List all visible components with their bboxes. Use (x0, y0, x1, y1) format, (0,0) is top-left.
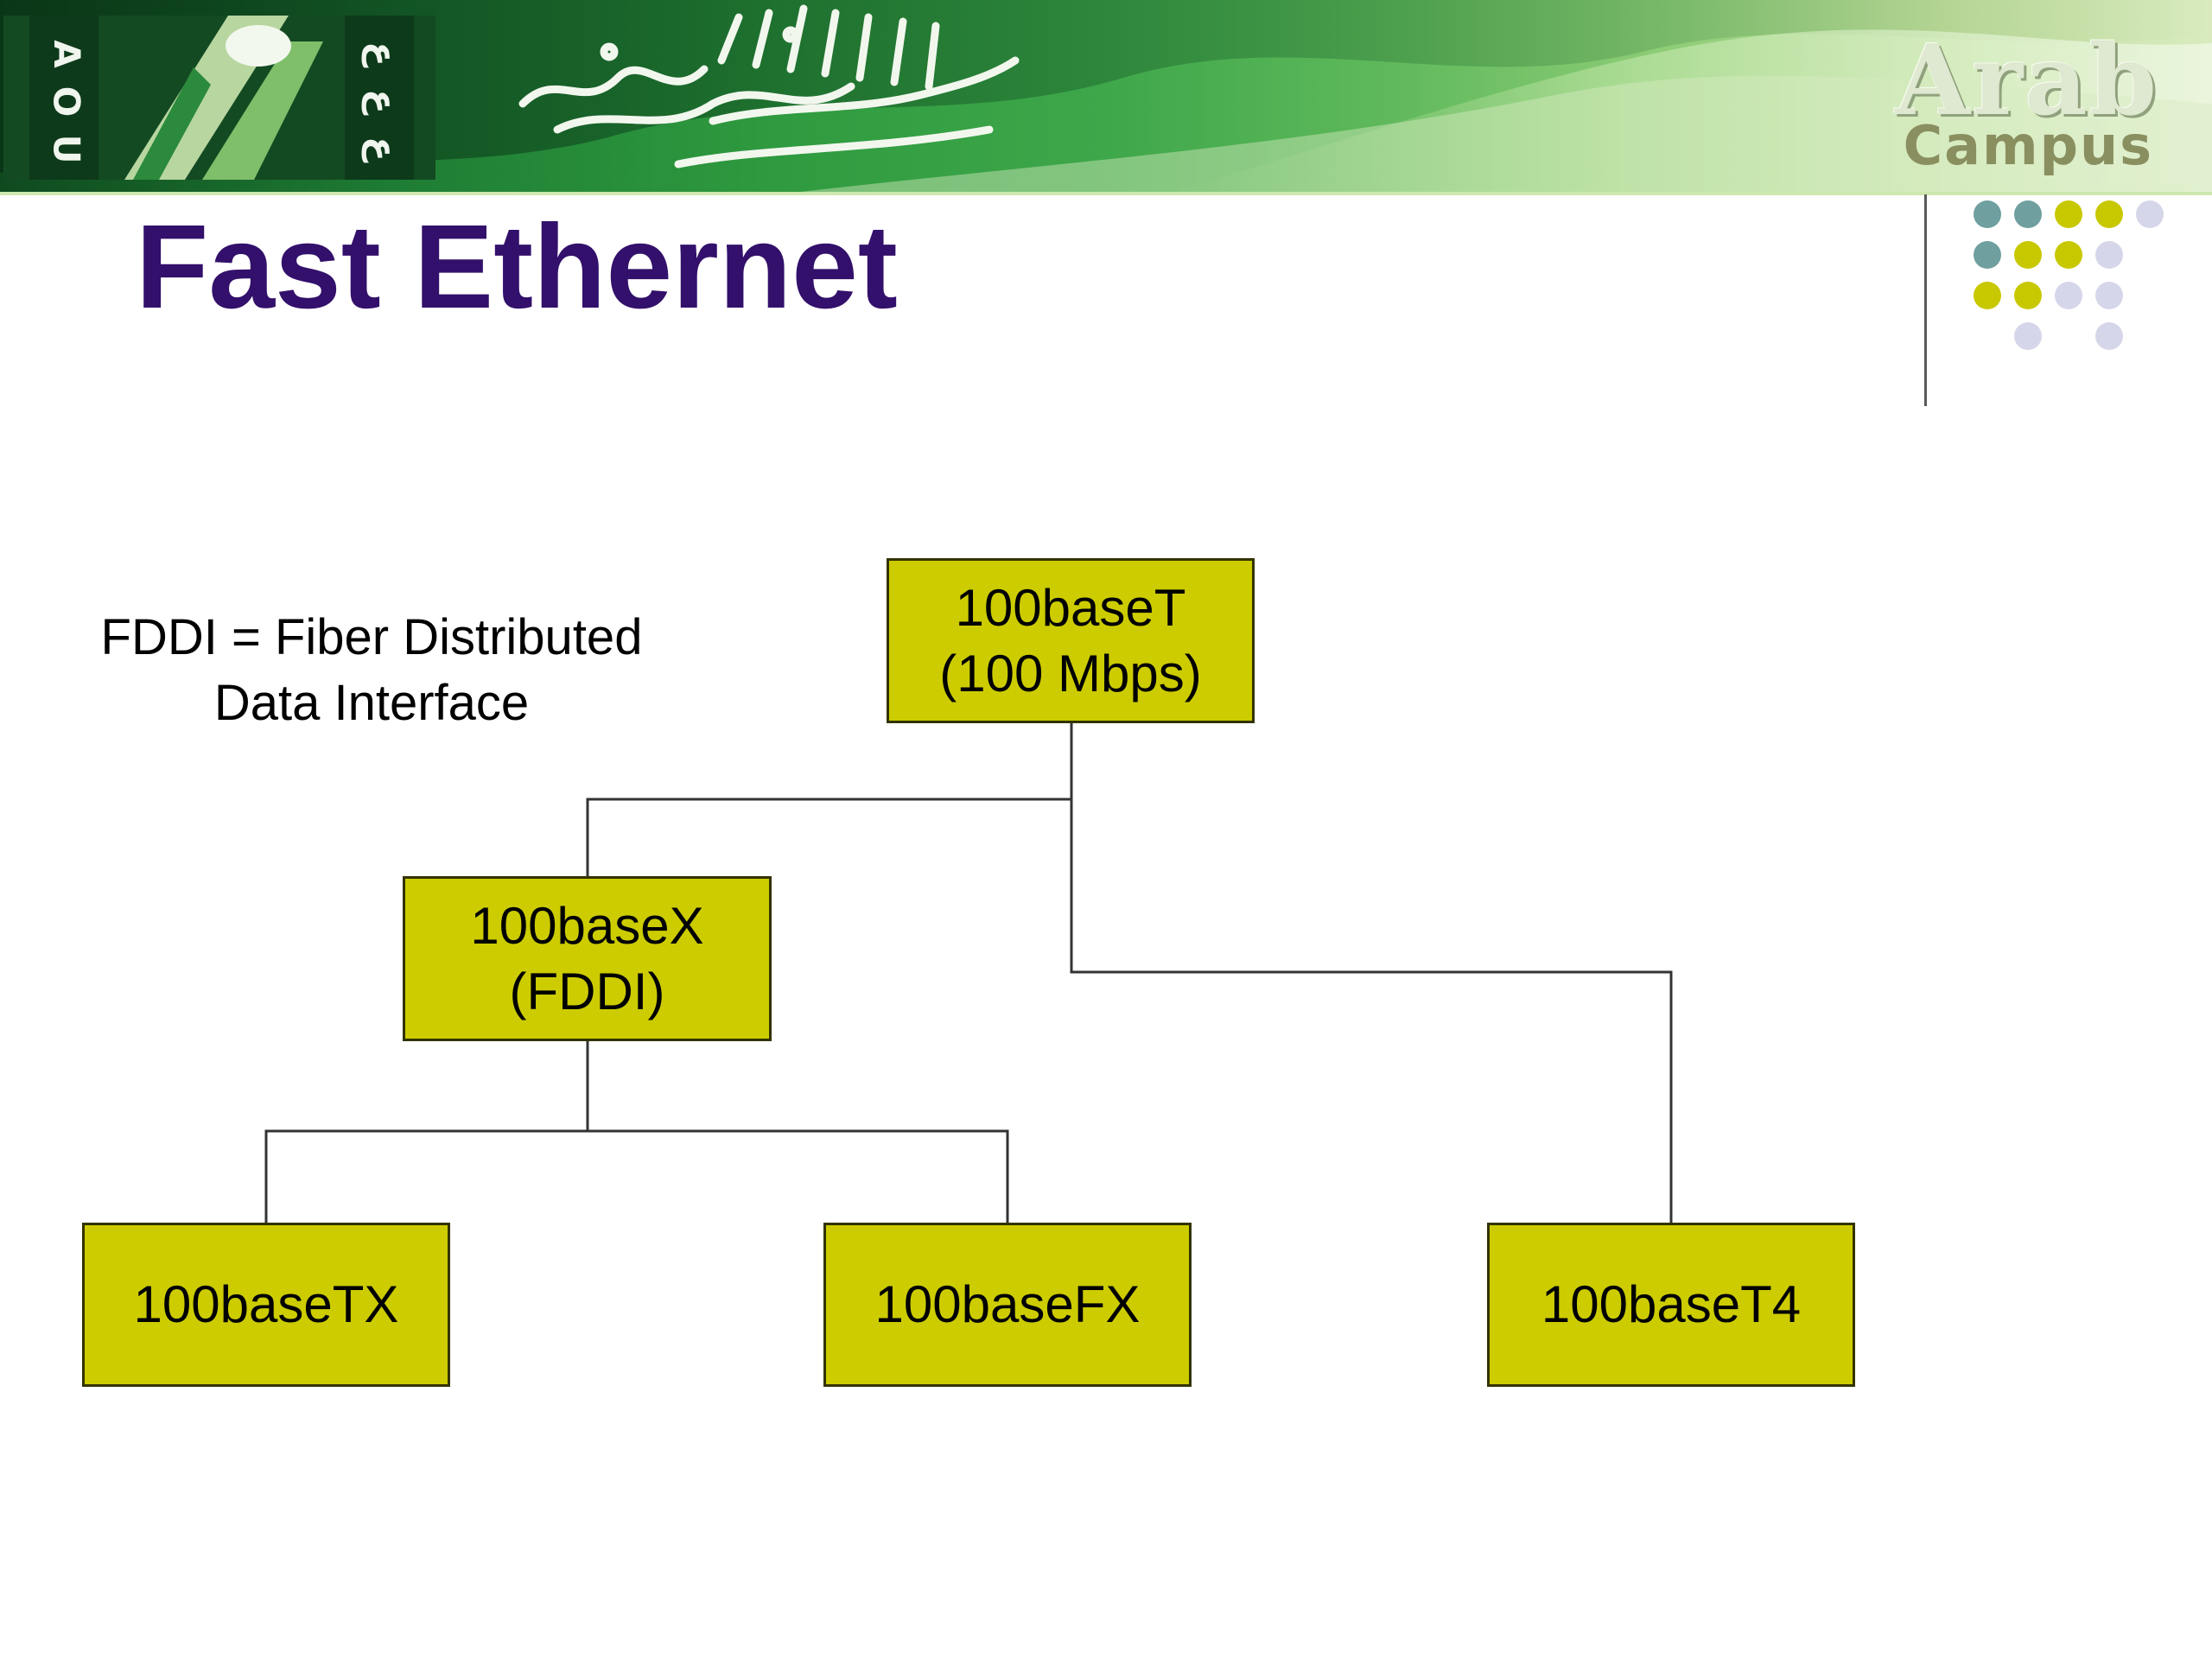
dot (2014, 282, 2042, 309)
node-label: 100baseFX (874, 1275, 1141, 1333)
node-100baseT4: 100baseT4 (1487, 1223, 1855, 1387)
dot (2055, 282, 2082, 309)
dot (2055, 241, 2082, 269)
title-divider (1924, 194, 1927, 406)
decorative-dot-grid (1974, 200, 2164, 350)
dot (1974, 282, 2001, 309)
dot (2014, 241, 2042, 269)
slide-title: Fast Ethernet (136, 200, 898, 334)
node-sublabel: (FDDI) (509, 962, 665, 1020)
dot (2014, 322, 2042, 350)
banner-divider (0, 192, 2212, 195)
edge-100baseX-to-100baseTX (264, 1041, 589, 1223)
dot-row-1 (1974, 200, 2164, 228)
dot (2095, 322, 2123, 350)
dot (2095, 200, 2123, 228)
shahada-calligraphy-graphic (518, 4, 1020, 168)
header-banner: A O U ع ع ع Arab Campus (0, 0, 2212, 194)
edge-100baseT-to-100baseT4 (1070, 723, 1673, 1223)
dot (2014, 200, 2042, 228)
dot-row-4 (2014, 322, 2123, 350)
note-line-1: FDDI = Fiber Distributed (100, 609, 643, 665)
aou-logo: A O U ع ع ع (3, 16, 435, 180)
node-100baseTX: 100baseTX (82, 1223, 450, 1387)
dot (2055, 200, 2082, 228)
dot (1974, 241, 2001, 269)
dot (1974, 200, 2001, 228)
brand-arab: Arab (1895, 24, 2158, 137)
brand-campus: Campus (1903, 114, 2153, 177)
edge-100baseT-to-100baseX (586, 723, 1073, 876)
node-label: 100baseT (955, 578, 1186, 637)
node-100baseFX: 100baseFX (823, 1223, 1192, 1387)
node-label: 100baseTX (133, 1275, 399, 1333)
node-label: 100baseT4 (1541, 1275, 1802, 1333)
note-line-2: Data Interface (213, 675, 530, 731)
node-sublabel: (100 Mbps) (939, 644, 1202, 702)
dot-row-2 (1974, 241, 2123, 269)
node-100baseX: 100baseX (FDDI) (403, 876, 772, 1041)
fddi-definition-note: FDDI = Fiber Distributed Data Interface (52, 605, 691, 736)
dot-row-3 (1974, 282, 2123, 309)
flag-wave-background (0, 0, 2212, 194)
dot (2136, 200, 2164, 228)
node-100baseT: 100baseT (100 Mbps) (887, 558, 1255, 723)
edge-100baseX-to-100baseFX (588, 1129, 1009, 1223)
dot (2095, 241, 2123, 269)
aou-logo-graphic (3, 16, 435, 180)
dot (2095, 282, 2123, 309)
node-label: 100baseX (470, 896, 704, 955)
